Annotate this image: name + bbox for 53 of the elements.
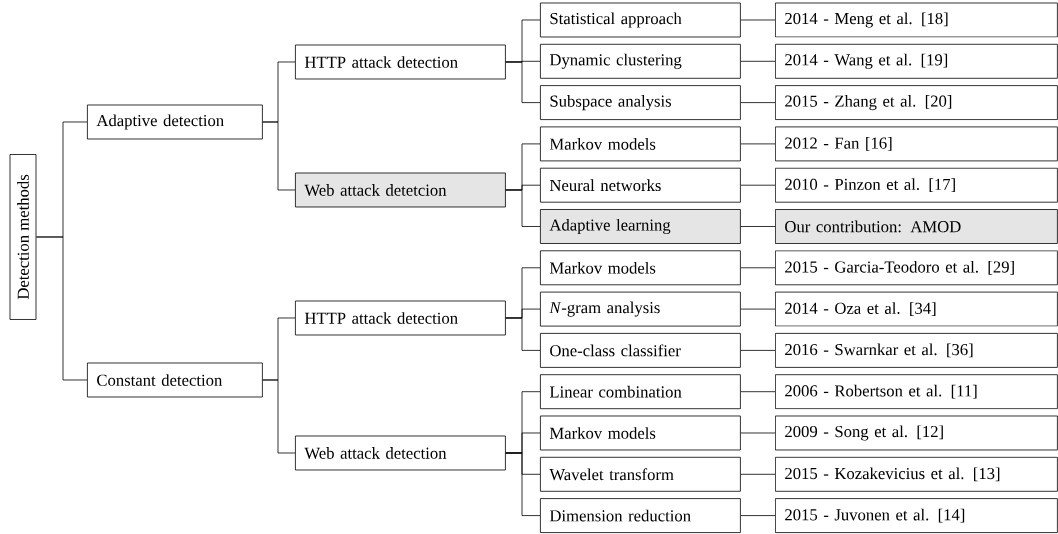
reference-box: 2009 - Song et al. [12] [775, 415, 1058, 451]
category-box: Adaptive detection [87, 104, 263, 140]
connector-line [740, 350, 776, 351]
reference-box: 2016 - Swarnkar et al. [36] [775, 333, 1058, 368]
method-box: Statistical approach [540, 2, 741, 38]
connector-line [740, 308, 776, 310]
method-box: One-class classifier [540, 333, 741, 368]
category-box: HTTP attack detection [295, 300, 506, 336]
connector-line [740, 515, 776, 516]
category-box: HTTP attack detection [295, 44, 506, 80]
connector-line [740, 60, 776, 62]
method-box: Markov models [540, 415, 741, 451]
reference-box: 2015 - Kozakevicius et al. [13] [775, 456, 1058, 492]
method-box: Dimension reduction [540, 498, 741, 533]
reference-box: 2006 - Robertson et al. [11] [775, 374, 1058, 410]
reference-box: 2015 - Garcia-Teodoro et al. [29] [775, 250, 1058, 286]
reference-box: 2015 - Zhang et al. [20] [775, 85, 1058, 120]
method-box: Linear combination [540, 374, 741, 410]
method-box: Subspace analysis [540, 85, 741, 120]
reference-box: 2014 - Meng et al. [18] [775, 2, 1058, 38]
connector-line [740, 143, 776, 145]
method-box: Neural networks [540, 167, 741, 203]
method-box: Markov models [540, 126, 741, 162]
connector-line [740, 267, 776, 269]
method-box: Dynamic clustering [540, 43, 741, 79]
method-box: Adaptive learning [540, 209, 741, 244]
connector-line [740, 432, 776, 434]
reference-box: Our contribution: AMOD [775, 209, 1058, 244]
method-box: N-gram analysis [540, 291, 741, 327]
reference-box: 2014 - Oza et al. [34] [775, 291, 1058, 327]
connector-line [505, 452, 541, 516]
category-box: Constant detection [87, 362, 263, 398]
root-box: Detection methods [9, 154, 37, 320]
connector-line [505, 61, 541, 103]
method-box: Markov models [540, 250, 741, 286]
reference-box: 2015 - Juvonen et al. [14] [775, 498, 1058, 533]
connector-line [262, 379, 296, 454]
connector-line [505, 317, 541, 351]
connector-line [740, 473, 776, 475]
reference-box: 2010 - Pinzon et al. [17] [775, 167, 1058, 203]
reference-box: 2014 - Wang et al. [19] [775, 43, 1058, 79]
connector-line [505, 189, 541, 227]
connector-line [262, 121, 296, 191]
connector-line [740, 102, 776, 103]
connector-line [740, 391, 776, 393]
reference-box: 2012 - Fan [16] [775, 126, 1058, 162]
connector-line [740, 226, 776, 227]
connector-line [740, 19, 776, 21]
category-box: Web attack detection [295, 435, 506, 471]
connector-line [740, 184, 776, 186]
method-box: Wavelet transform [540, 456, 741, 492]
category-box: Web attack detetcion [295, 172, 506, 208]
connector-line [36, 236, 88, 381]
